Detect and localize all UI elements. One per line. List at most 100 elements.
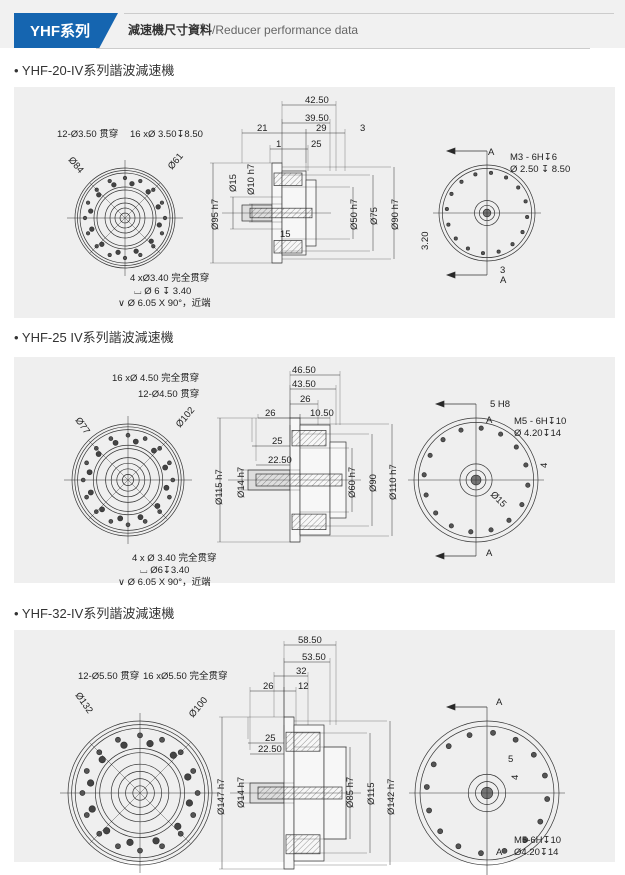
label: ⌴ Ø 6 ↧ 3.40 — [134, 286, 191, 297]
label: Ø61 — [166, 151, 186, 172]
label: Ø132 — [73, 690, 95, 715]
label: 12-Ø3.50 贯穿 — [57, 128, 118, 140]
bolt-hole — [163, 484, 170, 491]
leader-line — [89, 742, 191, 844]
bearing-section — [285, 834, 321, 855]
dim-label: Ø75 — [369, 207, 380, 225]
bolt-hole — [473, 172, 478, 177]
yhf32-labels: 12-Ø5.50 贯穿 16 xØ5.50 完全贯穿 Ø132 Ø100 58.… — [73, 635, 562, 858]
divider — [124, 13, 614, 14]
bolt-hole — [98, 756, 106, 764]
bolt-hole — [115, 736, 121, 743]
bolt-hole — [79, 790, 86, 796]
bolt-hole — [137, 732, 143, 739]
bolt-hole — [506, 517, 512, 523]
bolt-hole — [449, 191, 454, 196]
bolt-hole — [148, 238, 154, 244]
bolt-hole — [459, 179, 464, 184]
yhf20-labels: 12-Ø3.50 贯穿 16 xØ 3.50↧8.50 Ø84 Ø61 4 xØ… — [57, 95, 570, 309]
bolt-hole — [159, 843, 165, 850]
bolt-hole — [125, 432, 131, 438]
bolt-hole — [96, 192, 102, 198]
bolt-hole — [83, 812, 90, 818]
bolt-hole — [184, 773, 192, 781]
bolt-hole — [498, 431, 504, 437]
dim-label: Ø14 h7 — [236, 777, 247, 808]
bolt-hole — [190, 768, 197, 774]
bolt-hole — [155, 204, 161, 210]
bolt-hole — [190, 812, 197, 818]
bolt-hole — [117, 515, 124, 522]
series-tab: YHF系列 — [14, 13, 118, 48]
label: Ø102 — [174, 405, 197, 430]
dim-label: Ø85 h7 — [345, 777, 356, 808]
bolt-hole — [440, 437, 446, 443]
section-title-yhf25: • YHF-25 IV系列諧波減速機 — [14, 330, 174, 345]
section-arrow-icon — [446, 147, 487, 155]
dim-label: 26 — [263, 681, 274, 692]
label: M3 - 6H↧6 — [510, 152, 557, 163]
dim-label: 5 — [508, 754, 513, 765]
bolt-hole — [516, 185, 521, 190]
dim-label: 3.20 — [420, 232, 431, 251]
bolt-hole — [488, 170, 494, 175]
bolt-hole — [513, 444, 519, 450]
bolt-hole — [478, 425, 484, 431]
bolt-hole — [185, 799, 193, 807]
dim-label: 43.50 — [292, 379, 316, 390]
label: Ø4.20↧14 — [514, 847, 558, 858]
bolt-hole — [504, 175, 509, 180]
label: Ø 4.20↧14 — [514, 428, 561, 439]
label: Ø100 — [187, 695, 210, 720]
dim-label: Ø10 h7 — [246, 164, 257, 195]
section-marker: A — [496, 847, 503, 858]
dim-label: Ø142 h7 — [386, 779, 397, 815]
bolt-hole — [108, 519, 114, 524]
dim-label: 1 — [276, 139, 281, 150]
bolt-hole — [95, 451, 102, 457]
label: 4 xØ3.40 完全贯穿 — [130, 272, 209, 284]
title-cn: 減速機尺寸資料 — [128, 23, 213, 37]
label: 16 xØ5.50 完全贯穿 — [143, 670, 227, 682]
dim-label: 26 — [265, 408, 276, 419]
section-title-yhf20: • YHF-20-IV系列諧波減速機 — [14, 63, 175, 78]
section-arrow-icon — [435, 400, 476, 408]
bolt-hole — [122, 255, 128, 261]
bolt-hole — [115, 249, 121, 255]
bolt-hole — [169, 751, 177, 759]
bolt-hole — [99, 506, 105, 513]
bolt-hole — [446, 222, 451, 227]
bolt-hole — [458, 427, 464, 433]
bolt-hole — [448, 523, 454, 529]
bolt-hole — [537, 818, 544, 825]
dim-label: 25 — [311, 139, 322, 150]
section-arrow-icon — [435, 552, 476, 560]
bolt-hole — [87, 489, 94, 496]
bolt-hole — [468, 529, 474, 535]
label: 12-Ø4.50 贯穿 — [138, 388, 199, 400]
dim-label: Ø15 — [228, 174, 239, 192]
bolt-hole — [137, 514, 144, 521]
bolt-hole — [138, 252, 143, 258]
dim-label: Ø90 h7 — [390, 199, 401, 230]
dim-label: 3 — [360, 123, 365, 134]
bolt-hole — [111, 182, 117, 188]
dim-label: 10.50 — [310, 408, 334, 419]
label: Ø 2.50 ↧ 8.50 — [510, 164, 570, 175]
bolt-hole — [194, 790, 201, 796]
section-title-yhf32: • YHF-32-IV系列諧波減速機 — [14, 606, 175, 621]
dim-label: 25 — [265, 733, 276, 744]
bolt-hole — [426, 807, 432, 814]
bolt-hole — [523, 462, 529, 468]
bolt-hole — [421, 472, 427, 478]
dim-label: Ø110 h7 — [388, 464, 399, 500]
dim-label: 12 — [298, 681, 309, 692]
bolt-hole — [444, 206, 449, 212]
dim-label: 32 — [296, 666, 307, 677]
bolt-hole — [85, 231, 91, 236]
label: 16 xØ 3.50↧8.50 — [130, 129, 203, 140]
section-marker: A — [496, 697, 503, 708]
bolt-hole — [99, 241, 105, 247]
bearing-section — [285, 731, 321, 752]
series-tab-label: YHF系列 — [30, 23, 91, 40]
